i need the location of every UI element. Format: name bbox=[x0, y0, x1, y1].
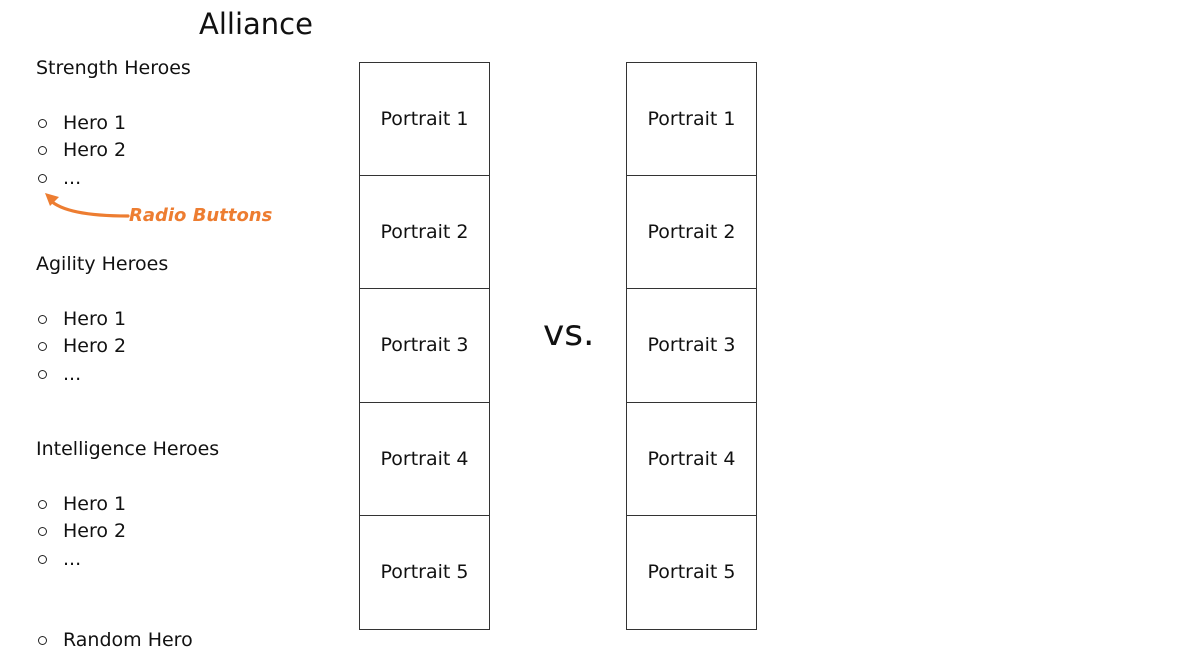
strength-hero-more-radio[interactable]: ... bbox=[36, 165, 81, 191]
right-portrait-slot-4[interactable]: Portrait 4 bbox=[627, 403, 756, 516]
radio-buttons-annotation: Radio Buttons bbox=[129, 205, 273, 226]
agility-hero-2-radio[interactable]: Hero 2 bbox=[36, 333, 126, 359]
radio-circle-icon bbox=[38, 341, 47, 351]
agility-hero-1-radio[interactable]: Hero 1 bbox=[36, 306, 126, 332]
radio-label: Hero 1 bbox=[63, 308, 127, 330]
radio-label: Hero 2 bbox=[63, 139, 127, 161]
left-portrait-slot-4[interactable]: Portrait 4 bbox=[360, 403, 489, 516]
strength-hero-2-radio[interactable]: Hero 2 bbox=[36, 137, 126, 163]
radio-label: Hero 1 bbox=[63, 112, 127, 134]
left-portrait-slot-3[interactable]: Portrait 3 bbox=[360, 289, 489, 403]
right-portrait-slot-2[interactable]: Portrait 2 bbox=[627, 176, 756, 290]
radio-label: Hero 1 bbox=[63, 493, 127, 515]
versus-label: vs. bbox=[543, 313, 595, 354]
radio-label: ... bbox=[63, 363, 82, 385]
random-hero-radio[interactable]: Random Hero bbox=[36, 627, 193, 653]
right-portrait-slot-3[interactable]: Portrait 3 bbox=[627, 289, 756, 403]
strength-heroes-heading: Strength Heroes bbox=[36, 57, 191, 79]
strength-hero-1-radio[interactable]: Hero 1 bbox=[36, 110, 126, 136]
intelligence-heroes-heading: Intelligence Heroes bbox=[36, 438, 220, 460]
radio-label: ... bbox=[63, 548, 82, 570]
left-portrait-slot-1[interactable]: Portrait 1 bbox=[360, 63, 489, 177]
agility-hero-more-radio[interactable]: ... bbox=[36, 361, 81, 387]
radio-circle-icon bbox=[38, 499, 47, 509]
agility-heroes-heading: Agility Heroes bbox=[36, 253, 169, 275]
right-portrait-slot-5[interactable]: Portrait 5 bbox=[647, 561, 736, 584]
radio-label: Hero 2 bbox=[63, 335, 127, 357]
radio-circle-icon bbox=[38, 314, 47, 324]
radio-label: ... bbox=[63, 167, 82, 189]
curved-arrow-icon bbox=[45, 193, 130, 218]
left-team-portraits: Portrait 1 Portrait 2 Portrait 3 Portrai… bbox=[359, 62, 490, 630]
radio-circle-icon bbox=[38, 369, 47, 379]
intelligence-hero-1-radio[interactable]: Hero 1 bbox=[36, 491, 126, 517]
left-portrait-slot-2[interactable]: Portrait 2 bbox=[360, 176, 489, 290]
left-portrait-slot-5[interactable]: Portrait 5 bbox=[380, 561, 469, 584]
radio-circle-icon bbox=[38, 118, 47, 128]
intelligence-hero-more-radio[interactable]: ... bbox=[36, 546, 81, 572]
radio-circle-icon bbox=[38, 173, 47, 183]
right-team-portraits: Portrait 1 Portrait 2 Portrait 3 Portrai… bbox=[626, 62, 757, 630]
radio-circle-icon bbox=[38, 554, 47, 564]
radio-circle-icon bbox=[38, 526, 47, 536]
page-title: Alliance bbox=[199, 7, 313, 41]
radio-circle-icon bbox=[38, 635, 47, 645]
radio-circle-icon bbox=[38, 145, 47, 155]
intelligence-hero-2-radio[interactable]: Hero 2 bbox=[36, 518, 126, 544]
radio-label: Hero 2 bbox=[63, 520, 127, 542]
radio-label: Random Hero bbox=[63, 629, 193, 651]
right-portrait-slot-1[interactable]: Portrait 1 bbox=[627, 63, 756, 177]
